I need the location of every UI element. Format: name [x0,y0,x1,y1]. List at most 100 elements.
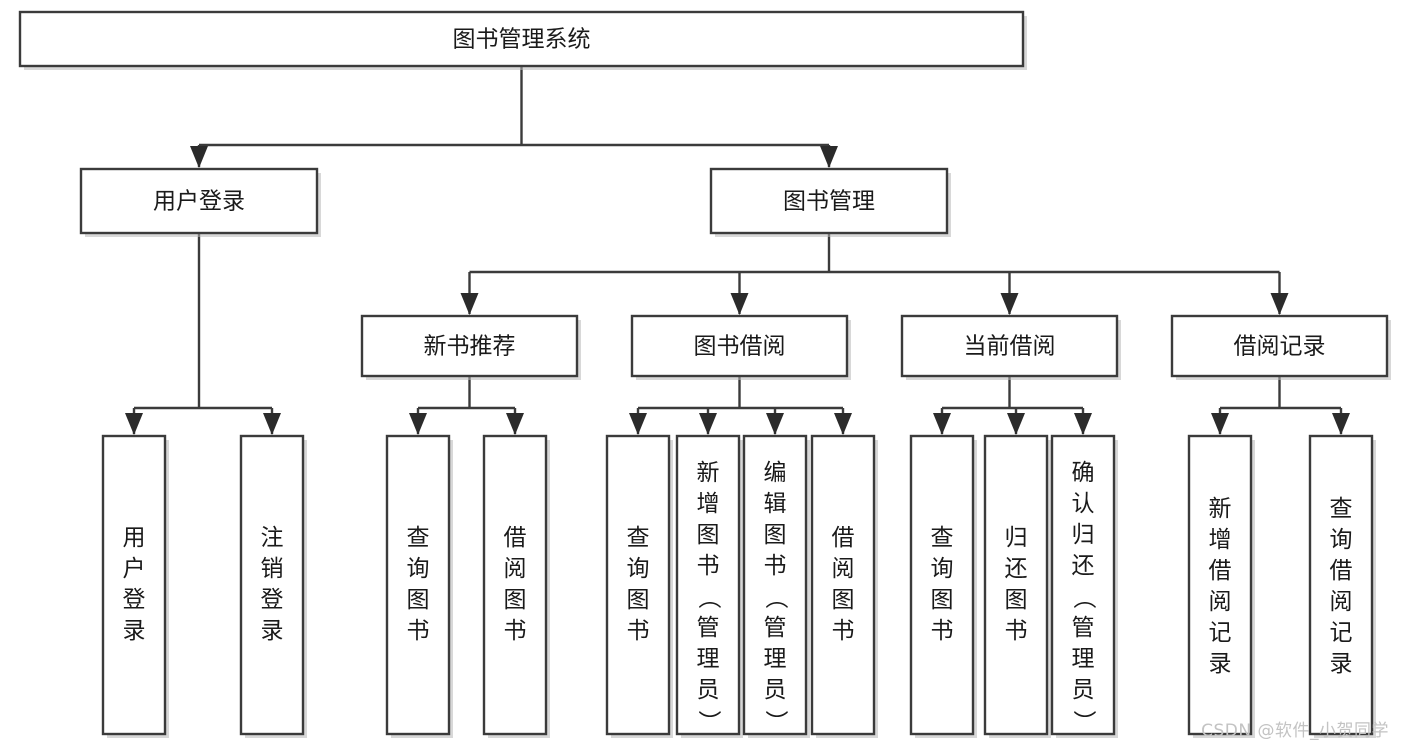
label-char: 户 [123,556,146,582]
node-box[interactable] [239,434,305,736]
label-char: 记 [1209,620,1232,646]
book-borrow-branch-arrow [629,413,647,435]
book-borrow-branch-arrow [766,413,784,435]
borrow-record-branch-arrow [1211,413,1229,435]
node-root-图书管理系统[interactable]: 图书管理系统 [18,10,1027,70]
node-box[interactable] [983,434,1049,736]
label-char: 归 [1072,522,1095,548]
label-char: 借 [832,525,855,551]
book-manage-branch-arrow [1270,293,1289,315]
node-box[interactable] [900,314,1119,378]
label-char: 辑 [764,491,787,517]
user-login-branch-arrow [125,413,143,435]
label-char: 还 [1072,553,1095,579]
label-char: 书 [627,618,650,644]
node-book-manage[interactable]: 图书管理 [709,167,951,237]
node-leaf-user-login[interactable]: 用户登录 [101,434,169,738]
label-char: 书 [832,618,855,644]
label-char: ） [696,710,722,733]
label-char: 阅 [1209,589,1232,615]
node-box[interactable] [1187,434,1253,736]
root-branch-arrow [820,146,838,168]
label-char: 借 [1209,558,1232,584]
label-char: 录 [1330,651,1353,677]
node-box[interactable] [742,434,808,736]
label-char: 管 [697,615,720,641]
new-book-recommend-branch-arrow [506,413,524,435]
node-borrow-record[interactable]: 借阅记录 [1170,314,1391,380]
node-current-borrow[interactable]: 当前借阅 [900,314,1121,380]
label-char: 用 [123,525,146,551]
borrow-record-branch-arrow [1332,413,1350,435]
node-box[interactable] [1050,434,1116,736]
node-box[interactable] [360,314,579,378]
node-label: 借阅记录 [1234,334,1326,360]
node-user-login[interactable]: 用户登录 [79,167,321,237]
node-new-book-recommend[interactable]: 新书推荐 [360,314,581,380]
node-box[interactable] [1308,434,1374,736]
node-label: 新书推荐 [424,334,516,360]
label-char: 新 [697,460,720,486]
label-char: 阅 [1330,589,1353,615]
node-box[interactable] [18,10,1025,68]
label-char: 员 [1072,677,1095,703]
new-book-recommend-branch-arrow [409,413,427,435]
node-box[interactable] [605,434,671,736]
label-char: 确 [1072,460,1095,486]
node-box[interactable] [909,434,975,736]
label-char: 编 [764,460,787,486]
node-box[interactable] [482,434,548,736]
label-char: 书 [407,618,430,644]
label-char: 查 [627,525,650,551]
label-char: 图 [627,587,650,613]
label-char: 借 [504,525,527,551]
label-char: 理 [1072,646,1095,672]
node-box[interactable] [810,434,876,736]
label-char: 查 [931,525,954,551]
node-box[interactable] [385,434,451,736]
node-book-borrow[interactable]: 图书借阅 [630,314,851,380]
label-char: 询 [931,556,954,582]
current-borrow-branch-arrow [1074,413,1092,435]
label-char: 还 [1005,556,1028,582]
book-manage-branch-arrow [460,293,479,315]
label-char: 图 [832,587,855,613]
label-char: 理 [764,646,787,672]
label-char: （ [1071,586,1097,609]
node-box[interactable] [630,314,849,378]
node-box[interactable] [1170,314,1389,378]
label-char: 询 [1330,527,1353,553]
connectors-layer [125,66,1350,435]
label-char: 书 [931,618,954,644]
label-char: ） [1071,710,1097,733]
node-box[interactable] [709,167,949,235]
label-char: 注 [261,525,284,551]
node-box[interactable] [675,434,741,736]
label-char: 管 [1072,615,1095,641]
root-branch-arrow [190,146,208,168]
node-box[interactable] [101,434,167,736]
label-char: 管 [764,615,787,641]
label-char: 询 [627,556,650,582]
node-box[interactable] [79,167,319,235]
label-char: 图 [1005,587,1028,613]
